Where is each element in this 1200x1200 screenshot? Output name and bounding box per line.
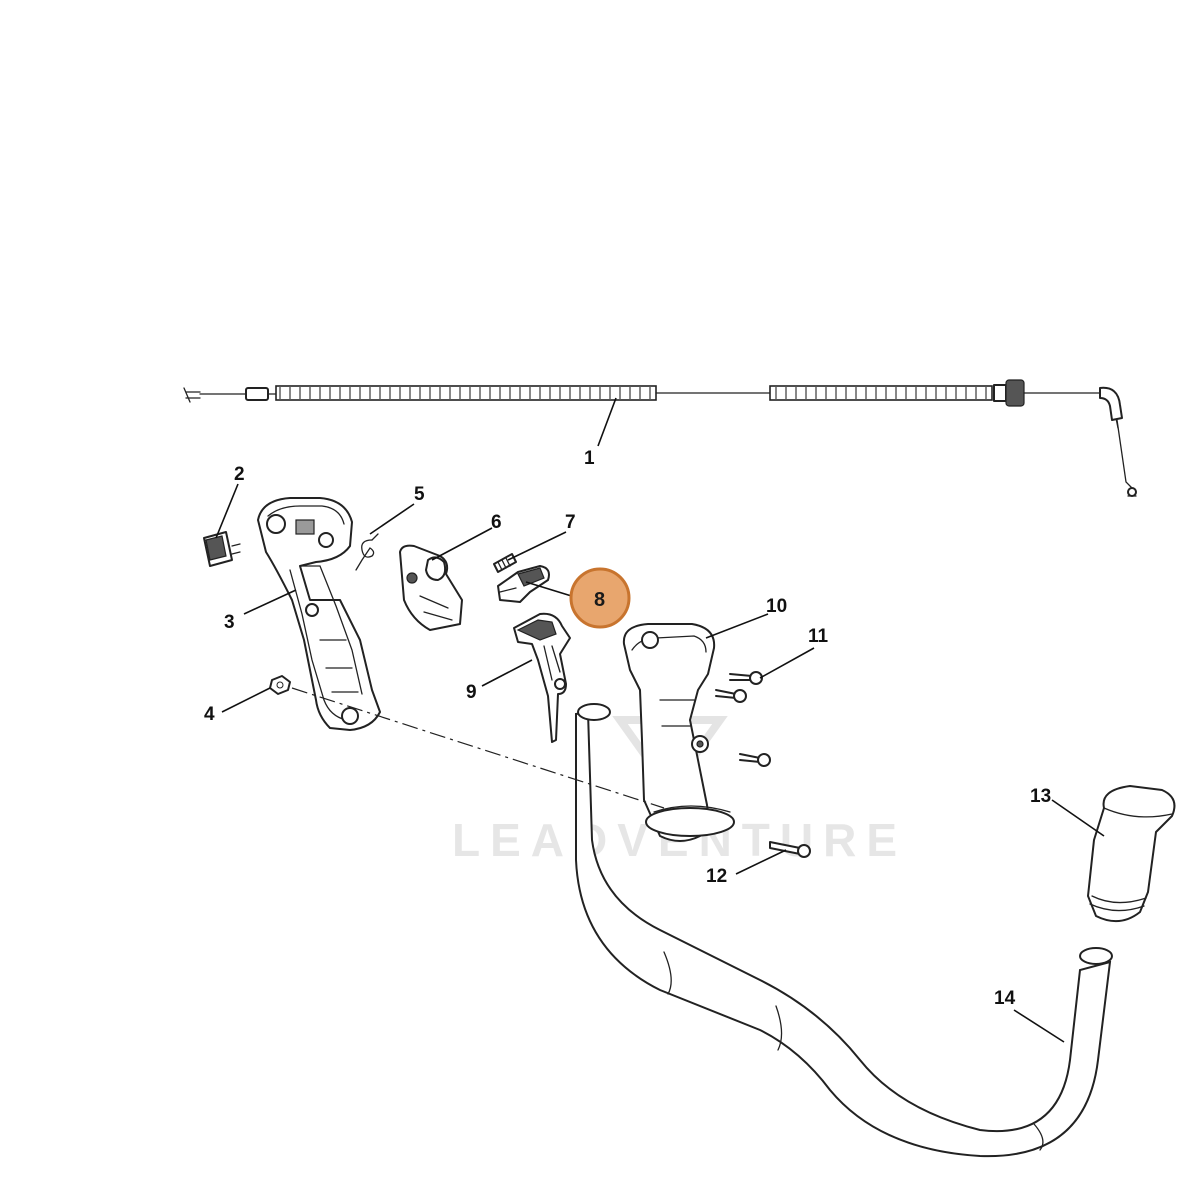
label-part-5[interactable]: 5 [414,484,425,505]
label-part-13[interactable]: 13 [1030,786,1051,807]
label-part-11[interactable]: 11 [808,626,829,647]
throttle-lock-cover[interactable] [399,544,463,631]
assembly-axis-line [291,687,665,809]
stop-switch[interactable] [203,531,241,567]
screws-long[interactable] [715,671,771,767]
label-part-4[interactable]: 4 [204,704,215,725]
torsion-spring[interactable] [355,533,379,571]
leader-lines [215,397,1105,1043]
nut[interactable] [269,675,291,695]
handle-housing-left[interactable] [257,497,381,731]
highlight-circle [569,567,631,629]
handlebar-tube[interactable] [575,703,1113,1158]
label-part-7[interactable]: 7 [565,512,576,533]
label-part-2[interactable]: 2 [234,464,245,485]
handle-grip[interactable] [1087,785,1176,923]
label-part-6[interactable]: 6 [491,512,502,533]
throttle-trigger[interactable] [513,612,571,743]
part-labels: 1 2 3 4 5 6 7 8 9 10 11 12 13 14 [204,448,1051,1009]
label-part-12[interactable]: 12 [706,866,727,887]
compression-spring[interactable] [493,553,517,573]
throttle-cable[interactable] [183,379,1137,497]
label-part-9[interactable]: 9 [466,682,477,703]
label-part-8[interactable]: 8 [594,589,605,611]
label-part-1[interactable]: 1 [584,448,595,469]
bolt[interactable] [769,841,811,858]
label-part-14[interactable]: 14 [994,988,1016,1009]
trigger-lock[interactable] [497,565,550,603]
label-part-10[interactable]: 10 [766,596,787,617]
label-part-3[interactable]: 3 [224,612,235,633]
handle-housing-right[interactable] [622,623,735,842]
